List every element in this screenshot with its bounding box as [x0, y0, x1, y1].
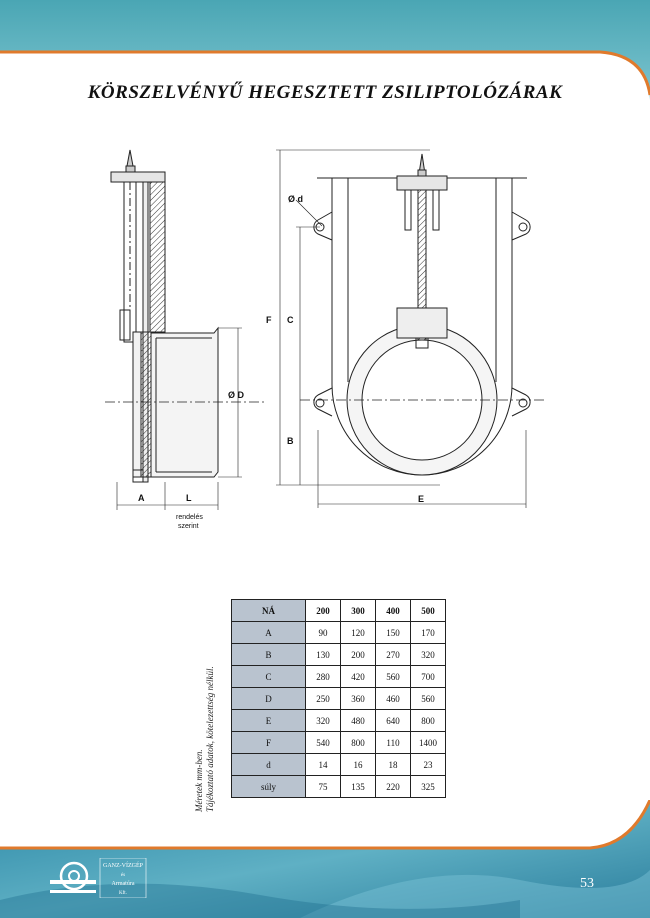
dim-label-L: L [186, 493, 192, 503]
dim-label-C: C [287, 315, 294, 325]
company-logo: GANZ-VÍZGÉP és Armatúra Kft. [50, 858, 147, 898]
dim-label-E: E [418, 494, 424, 504]
logo-text-4: Kft. [119, 891, 127, 896]
dim-label-d: Ø d [288, 194, 303, 204]
table-cell: 560 [410, 687, 446, 710]
table-cell: 170 [410, 621, 446, 644]
table-cell: 560 [375, 665, 411, 688]
table-cell: 75 [305, 775, 341, 798]
table-header-cell: 400 [375, 599, 411, 622]
table-cell: 23 [410, 753, 446, 776]
side-note-line-1: Méretek mm-ben. [194, 749, 204, 812]
table-cell: 800 [410, 709, 446, 732]
table-cell: 220 [375, 775, 411, 798]
row-label: B [231, 643, 306, 666]
side-note-line-2: Tájékoztató adatok, kötelezettség nélkül… [205, 666, 215, 812]
row-label: E [231, 709, 306, 732]
bottom-wave-band [0, 800, 650, 918]
table-header-cell: 200 [305, 599, 341, 622]
side-note: Méretek mm-ben. Tájékoztató adatok, köte… [194, 592, 216, 812]
table-header-row: NÁ 200 300 400 500 [231, 599, 446, 622]
row-label: F [231, 731, 306, 754]
table-cell: 120 [340, 621, 376, 644]
table-cell: 135 [340, 775, 376, 798]
table-cell: 325 [410, 775, 446, 798]
table-row: E 320 480 640 800 [231, 709, 446, 732]
front-view [276, 149, 545, 508]
table-cell: 130 [305, 643, 341, 666]
table-header-cell: NÁ [231, 599, 306, 622]
table-row: C 280 420 560 700 [231, 665, 446, 688]
table-cell: 480 [340, 709, 376, 732]
table-cell: 110 [375, 731, 411, 754]
table-cell: 460 [375, 687, 411, 710]
table-cell: 150 [375, 621, 411, 644]
row-label: súly [231, 775, 306, 798]
logo-text-1: GANZ-VÍZGÉP [103, 861, 144, 869]
table-cell: 250 [305, 687, 341, 710]
table-row: súly 75 135 220 325 [231, 775, 446, 798]
logo-text-2: és [121, 873, 125, 878]
table-row: B 130 200 270 320 [231, 643, 446, 666]
table-cell: 420 [340, 665, 376, 688]
table-row: A 90 120 150 170 [231, 621, 446, 644]
table-header-cell: 500 [410, 599, 446, 622]
table-cell: 1400 [410, 731, 446, 754]
side-view [105, 149, 265, 510]
dimensions-table: NÁ 200 300 400 500 A 90 120 150 170 B 13… [231, 599, 446, 798]
dim-label-D: Ø D [228, 390, 245, 400]
table-cell: 700 [410, 665, 446, 688]
dim-label-F: F [266, 315, 272, 325]
dim-label-B: B [287, 436, 294, 446]
table-cell: 640 [375, 709, 411, 732]
table-cell: 200 [340, 643, 376, 666]
table-cell: 800 [340, 731, 376, 754]
table-cell: 320 [410, 643, 446, 666]
row-label: C [231, 665, 306, 688]
valve-technical-drawing: Ø D A L rendelés szerint [105, 149, 545, 530]
row-label: d [231, 753, 306, 776]
table-cell: 280 [305, 665, 341, 688]
table-cell: 18 [375, 753, 411, 776]
table-cell: 540 [305, 731, 341, 754]
row-label: D [231, 687, 306, 710]
table-cell: 16 [340, 753, 376, 776]
logo-text-3: Armatúra [112, 881, 135, 887]
table-cell: 270 [375, 643, 411, 666]
page-number: 53 [580, 876, 594, 891]
note-line-1: rendelés [176, 514, 203, 521]
table-row: D 250 360 460 560 [231, 687, 446, 710]
top-header-band [0, 0, 650, 100]
table-row: F 540 800 110 1400 [231, 731, 446, 754]
table-cell: 360 [340, 687, 376, 710]
page-title: KÖRSZELVÉNYŰ HEGESZTETT ZSILIPTOLÓZÁRAK [87, 82, 563, 103]
note-line-2: szerint [178, 523, 199, 530]
table-header-cell: 300 [340, 599, 376, 622]
row-label: A [231, 621, 306, 644]
table-cell: 14 [305, 753, 341, 776]
table-cell: 320 [305, 709, 341, 732]
table-cell: 90 [305, 621, 341, 644]
table-row: d 14 16 18 23 [231, 753, 446, 776]
dim-label-A: A [138, 493, 145, 503]
